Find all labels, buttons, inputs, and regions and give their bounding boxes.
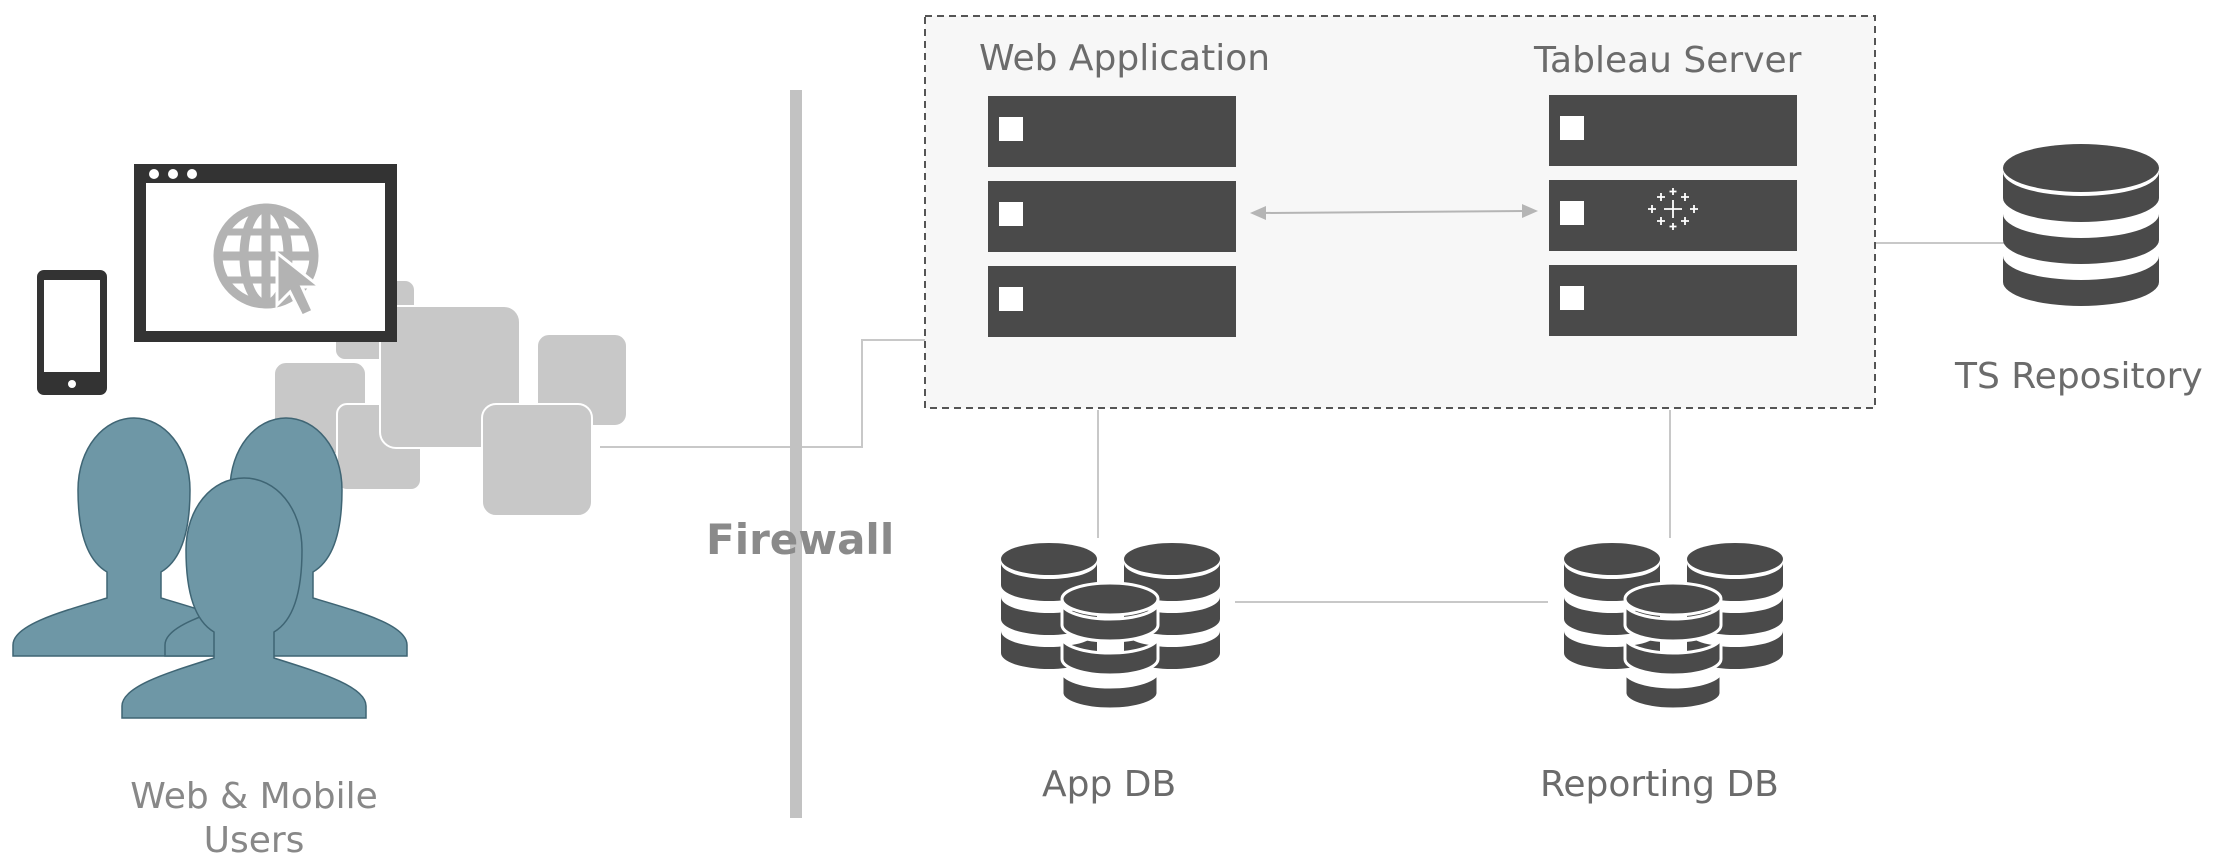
app-db-label: App DB [1042, 764, 1176, 805]
database-icon [1001, 543, 1097, 669]
web-application-label: Web Application [979, 38, 1270, 79]
app-tile [481, 403, 593, 517]
users-label-line2: Users [204, 820, 305, 858]
database-icon [1623, 581, 1723, 711]
user-silhouette [121, 477, 367, 719]
server-unit [988, 266, 1236, 337]
server-unit [988, 181, 1236, 252]
users-label-line1: Web & Mobile [130, 776, 378, 817]
ts-repository-label: TS Repository [1954, 356, 2203, 397]
users-to-app-connector [600, 339, 925, 448]
database-icon [1060, 581, 1160, 711]
browser-window-icon [134, 164, 397, 342]
firewall-bar [790, 90, 802, 818]
connectors [600, 242, 2005, 603]
server-unit [1549, 95, 1797, 166]
ts-repository-database-icon [2003, 144, 2159, 306]
reporting-db-cluster-icon [1564, 543, 1783, 711]
server-unit [988, 96, 1236, 167]
tableau-logo-icon [1648, 188, 1698, 230]
app-db-cluster-icon [1001, 543, 1220, 711]
bidirectional-arrow [1250, 204, 1538, 220]
web-application-server-stack [988, 96, 1236, 337]
reporting-db-label: Reporting DB [1540, 764, 1779, 805]
tableau-server-label: Tableau Server [1533, 40, 1802, 81]
cursor-arrow-icon [275, 249, 325, 318]
tableau-server-stack [1549, 95, 1797, 336]
firewall-label: Firewall [706, 515, 894, 564]
phone-icon [37, 270, 107, 395]
user-silhouette [12, 417, 256, 657]
users-group-icon [12, 417, 408, 719]
server-unit [1549, 265, 1797, 336]
server-unit [1549, 180, 1797, 251]
